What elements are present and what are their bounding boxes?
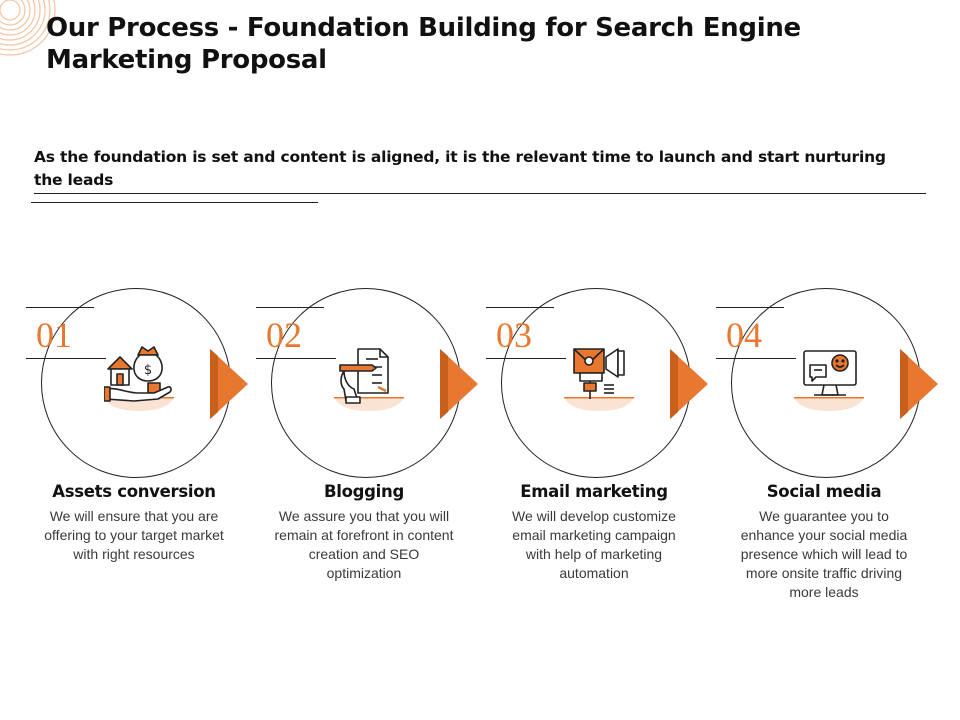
concentric-rings-decoration-icon	[0, 0, 56, 56]
divider-long	[34, 193, 926, 194]
step-number: 03	[496, 315, 532, 355]
arrow-right-icon	[440, 349, 478, 419]
number-line-top	[26, 307, 94, 308]
step-number: 04	[726, 315, 762, 355]
divider-short	[31, 202, 318, 203]
number-line-bottom	[26, 358, 106, 359]
step-title: Email marketing	[520, 482, 668, 501]
step-title: Social media	[766, 482, 882, 501]
step-description: We assure you that you will remain at fo…	[274, 508, 454, 581]
svg-text:$: $	[144, 363, 152, 378]
page-title: Our Process - Foundation Building for Se…	[46, 13, 801, 75]
step-description: We will ensure that you are offering to …	[44, 508, 224, 562]
page-subtitle: As the foundation is set and content is …	[34, 148, 886, 189]
process-step-1: 01 $ Assets conversion We will ensure th…	[26, 285, 266, 615]
hand-writing-document-icon	[339, 348, 389, 404]
process-step-4: 04 Social media We guarantee you to enha…	[716, 285, 956, 615]
step-number: 02	[266, 315, 302, 355]
step-number: 01	[36, 315, 72, 355]
process-step-2: 02 Blogging We assure you that you will …	[256, 285, 496, 615]
number-line-top	[486, 307, 554, 308]
arrow-right-icon	[210, 349, 248, 419]
step-circle	[41, 288, 231, 478]
number-line-bottom	[256, 358, 336, 359]
arrow-right-icon	[900, 349, 938, 419]
number-line-bottom	[716, 358, 796, 359]
number-line-top	[256, 307, 324, 308]
money-bag-house-hand-icon: $	[104, 346, 172, 402]
envelope-megaphone-icon	[573, 348, 625, 399]
icon-shadow	[794, 397, 864, 411]
process-step-3: 03 Email marketing We will develop custo…	[486, 285, 726, 615]
icon-shadow	[564, 397, 634, 411]
step-title: Assets conversion	[52, 482, 216, 501]
step-title: Blogging	[323, 482, 404, 501]
monitor-chat-smiley-icon	[803, 350, 857, 396]
arrow-right-icon	[670, 349, 708, 419]
number-line-top	[716, 307, 784, 308]
number-line-bottom	[486, 358, 566, 359]
step-description: We guarantee you to enhance your social …	[740, 508, 908, 600]
step-description: We will develop customize email marketin…	[512, 508, 676, 581]
